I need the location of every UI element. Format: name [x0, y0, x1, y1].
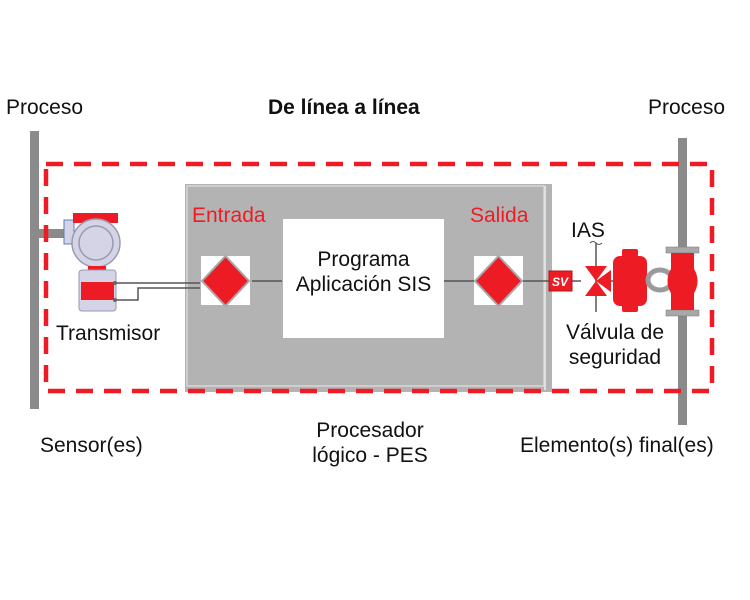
program-line-2: Aplicación SIS: [295, 273, 432, 297]
signal-lines: [116, 280, 616, 301]
processor-line-1: Procesador: [316, 419, 424, 442]
processor-label: Procesador lógico - PES: [270, 418, 470, 468]
diagram-title: De línea a línea: [268, 96, 420, 119]
process-left-label: Proceso: [6, 96, 84, 119]
program-line-1: Programa: [317, 248, 410, 271]
left-process-pipe: [30, 131, 39, 409]
valve-line-1: Válvula de: [565, 321, 665, 344]
solenoid-sv-icon: [548, 270, 573, 292]
process-right-label: Proceso: [648, 96, 726, 119]
valve-actuator-icon: [613, 249, 647, 312]
transmitter-label: Transmisor: [56, 322, 161, 345]
processor-line-2: lógico - PES: [312, 444, 428, 468]
valve-label: Válvula de seguridad: [552, 320, 678, 370]
final-elements-label: Elemento(s) final(es): [520, 434, 714, 457]
output-label: Salida: [470, 204, 529, 227]
program-label: Programa Aplicación SIS: [283, 247, 444, 297]
output-module-icon: [473, 254, 524, 308]
three-way-valve-icon: [585, 241, 611, 312]
input-module-icon: [200, 254, 251, 308]
ias-label: IAS: [571, 219, 605, 242]
safety-valve-body-icon: [665, 246, 700, 317]
input-label: Entrada: [192, 204, 266, 227]
sv-label: SV: [552, 275, 569, 289]
sensors-label: Sensor(es): [40, 434, 143, 457]
transmitter-icon: [39, 213, 121, 312]
valve-line-2: seguridad: [568, 346, 662, 370]
application-program-box: [283, 219, 444, 338]
